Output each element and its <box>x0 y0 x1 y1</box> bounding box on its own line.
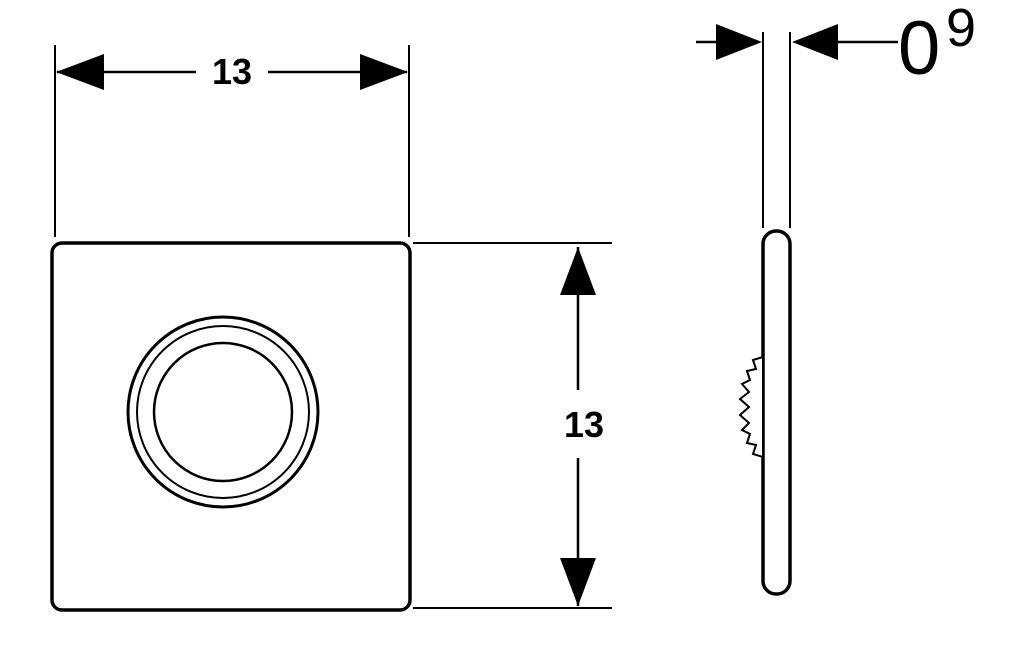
height-arrow-up-icon <box>560 247 596 295</box>
side-view <box>738 229 792 596</box>
width-arrow-right-icon <box>360 54 408 90</box>
height-dim-label: 13 <box>564 404 604 445</box>
front-view <box>50 241 412 612</box>
thickness-dimension: 0 9 <box>696 0 976 228</box>
width-dim-label: 13 <box>212 51 252 92</box>
mounting-clip <box>738 355 764 459</box>
width-dimension: 13 <box>54 45 410 237</box>
button-inner-circle <box>152 341 294 483</box>
thickness-arrow-left-icon <box>792 24 838 60</box>
plate-profile <box>761 229 792 596</box>
button-outer-ring <box>126 315 320 509</box>
height-arrow-down-icon <box>560 558 596 606</box>
thickness-dim-label: 0 9 <box>898 0 976 91</box>
thickness-arrow-right-icon <box>716 24 762 60</box>
button-middle-ring <box>136 325 310 499</box>
plate-outline <box>50 241 412 612</box>
height-dimension: 13 <box>413 242 612 609</box>
width-arrow-left-icon <box>56 54 104 90</box>
